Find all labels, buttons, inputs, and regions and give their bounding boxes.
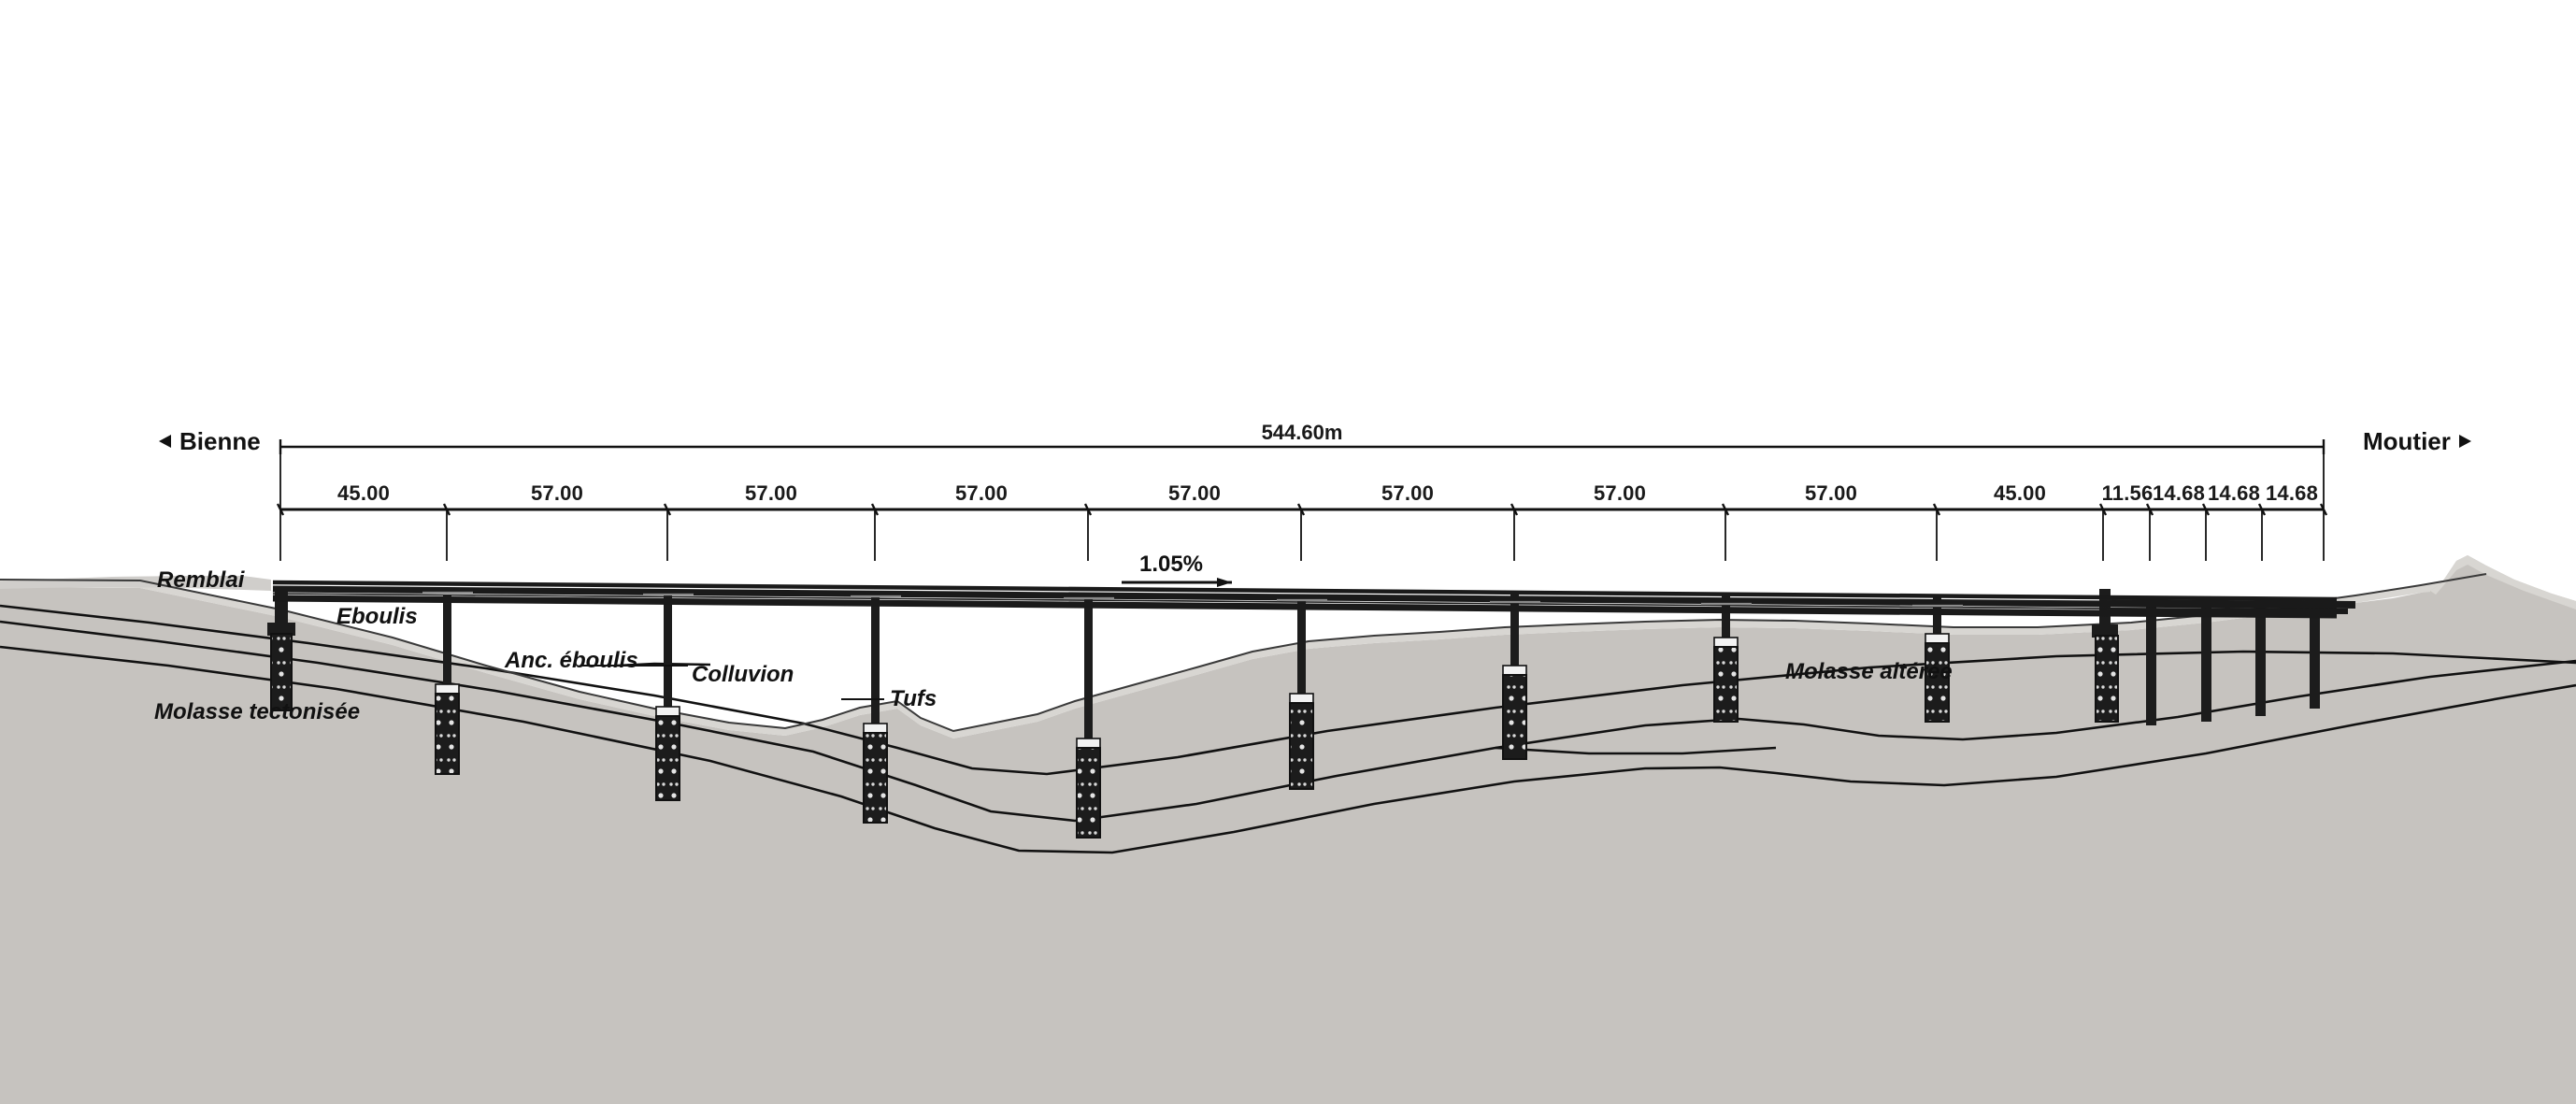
pier-P6 <box>1502 595 1527 760</box>
strata-line-2 <box>0 620 2576 823</box>
right-triangle-icon <box>2459 435 2471 448</box>
span-label-2: 57.00 <box>531 481 583 505</box>
geology-label-molasse-alteree: Molasse altérée <box>1785 659 1953 684</box>
witness-lines <box>279 447 2325 561</box>
span-label-12: 14.68 <box>2208 481 2260 505</box>
geology-label-colluvion: Colluvion <box>692 662 794 687</box>
span-label-10: 11.56 <box>2102 481 2154 505</box>
deck-web-line <box>272 593 2338 611</box>
pier-P7 <box>1713 595 1739 723</box>
direction-label-left: Bienne <box>179 427 261 455</box>
approach-column-4 <box>2310 606 2320 709</box>
right-embankment-cap <box>2430 555 2576 609</box>
span-label-13: 14.68 <box>2266 481 2318 505</box>
span-label-7: 57.00 <box>1594 481 1646 505</box>
geology-label-anc-eboulis: Anc. éboulis <box>504 648 638 673</box>
pier-P1 <box>435 595 460 775</box>
span-label-4: 57.00 <box>955 481 1008 505</box>
span-label-3: 57.00 <box>745 481 797 505</box>
span-label-9: 45.00 <box>1994 481 2046 505</box>
approach-column-3 <box>2255 606 2266 716</box>
span-label-11: 14.68 <box>2153 481 2205 505</box>
total-length-label: 544.60m <box>1262 421 1343 444</box>
slope-annotation: 1.05% <box>1122 552 1232 587</box>
direction-label-right: Moutier <box>2363 427 2451 455</box>
strata-line-3 <box>0 645 2576 854</box>
deck-top-flange <box>272 585 2338 609</box>
span-label-1: 45.00 <box>337 481 390 505</box>
span-label-8: 57.00 <box>1805 481 1857 505</box>
right-embankment <box>2430 555 2576 1104</box>
deck-bearing-marks <box>422 591 1963 608</box>
geology-label-eboulis: Eboulis <box>336 604 418 629</box>
approach-column-2 <box>2201 606 2211 722</box>
span-label-5: 57.00 <box>1168 481 1221 505</box>
approach-column-1 <box>2146 606 2156 725</box>
pier-P5 <box>1289 595 1314 790</box>
strata-lines <box>0 604 2576 854</box>
geology-labels: Remblai Eboulis Anc. éboulis Colluvion T… <box>154 567 1953 724</box>
approach-deck-bottom <box>2110 608 2349 614</box>
geology-leader-lines <box>581 665 884 700</box>
deck-bottom-flange <box>272 595 2338 619</box>
approach-deck-top <box>2110 599 2356 609</box>
deck-parapet-line <box>272 580 2338 602</box>
pier-P4 <box>1076 595 1101 839</box>
geology-label-tufs: Tufs <box>890 686 937 711</box>
strata-line-1 <box>0 604 2576 776</box>
deck-group <box>272 580 2356 619</box>
dimension-block: 544.60m <box>276 421 2328 561</box>
terrain-upper-band <box>0 574 2486 738</box>
span-label-6: 57.00 <box>1381 481 1434 505</box>
span-ticks <box>276 503 2328 516</box>
left-triangle-icon <box>159 435 171 448</box>
geology-label-molasse-tectonisee: Molasse tectonisée <box>154 699 360 724</box>
geology-label-remblai: Remblai <box>157 567 246 593</box>
pier-P8 <box>1925 595 1950 723</box>
approach-columns <box>2146 606 2320 725</box>
ground-surface-line <box>0 573 2487 733</box>
pier-P3 <box>863 595 888 824</box>
pier-P9 <box>2092 589 2119 723</box>
terrain-body <box>0 581 2486 1104</box>
pier-P2 <box>655 595 680 801</box>
pier-P0 <box>267 591 295 711</box>
piers-group <box>267 589 2320 839</box>
slope-arrow-head <box>1217 578 1232 587</box>
slope-label: 1.05% <box>1139 552 1203 577</box>
direction-labels: Bienne Moutier <box>159 427 2471 455</box>
strata-lens-a <box>1495 746 1777 755</box>
ground-mass <box>0 555 2576 1104</box>
